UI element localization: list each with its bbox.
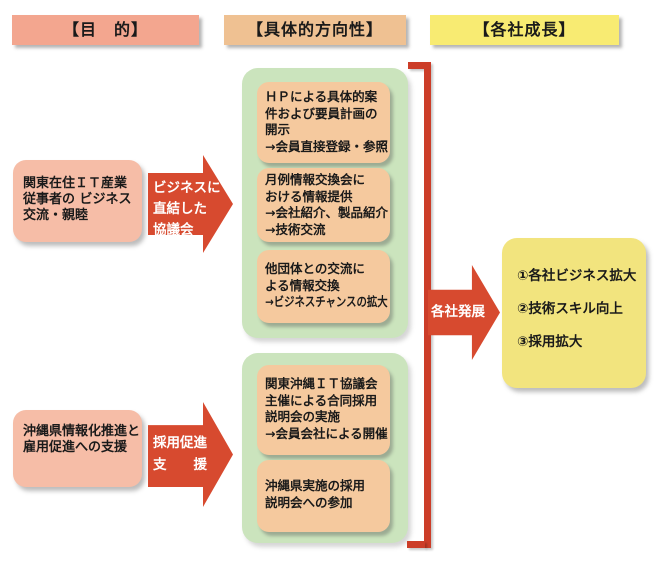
arrow-company-growth: 各社発展 <box>428 265 500 360</box>
arrow-label: 各社発展 <box>431 304 485 320</box>
header-direction: 【具体的方向性】 <box>224 15 406 45</box>
arrow-label: 採用促進 支 援 <box>153 435 207 473</box>
header-purpose: 【目 的】 <box>12 15 199 45</box>
text-line: 関東在住ＩＴ産業 <box>23 176 128 191</box>
text-line: 従事者の ビジネス <box>23 192 132 207</box>
text-line: 雇用促進への支援 <box>23 440 128 455</box>
direction-box-hp-disclosure: ＨＰによる具体的案 件および要員計画の 開示 →会員直接登録・参照 <box>257 82 390 163</box>
header-growth: 【各社成長】 <box>430 15 619 45</box>
direction-box-monthly-meeting: 月例情報交換会に おける情報提供 →会社紹介、製品紹介 →技術交流 <box>257 168 390 242</box>
arrow-recruit-support: 採用促進 支 援 <box>148 402 233 507</box>
arrow-label: ビジネスに 直結した 協議会 <box>153 180 221 238</box>
bracket-vertical <box>424 62 431 548</box>
direction-box-okinawa-seminar: 沖縄県実施の採用 説明会への参加 <box>257 460 390 532</box>
bracket-bottom-arm <box>407 541 425 548</box>
bracket-top-arm <box>408 62 425 69</box>
growth-result-box: ①各社ビジネス拡大 ②技術スキル向上 ③採用拡大 <box>502 238 646 388</box>
purpose-box-okinawa-support: 沖縄県情報化推進と 雇用促進への支援 <box>13 410 142 487</box>
direction-box-other-groups: 他団体との交流に よる情報交換 →ビジネスチャンスの拡大 <box>257 250 390 323</box>
purpose-box-it-exchange: 関東在住ＩＴ産業 従事者の ビジネス 交流・親睦 <box>13 160 142 242</box>
text-line: 交流・親睦 <box>23 208 89 223</box>
arrow-business-council: ビジネスに 直結した 協議会 <box>148 155 233 253</box>
direction-box-joint-recruit: 関東沖縄ＩＴ協議会 主催による合同採用 説明会の実施 →会員会社による開催 <box>257 365 390 455</box>
text-line: 沖縄県情報化推進と <box>23 424 141 439</box>
